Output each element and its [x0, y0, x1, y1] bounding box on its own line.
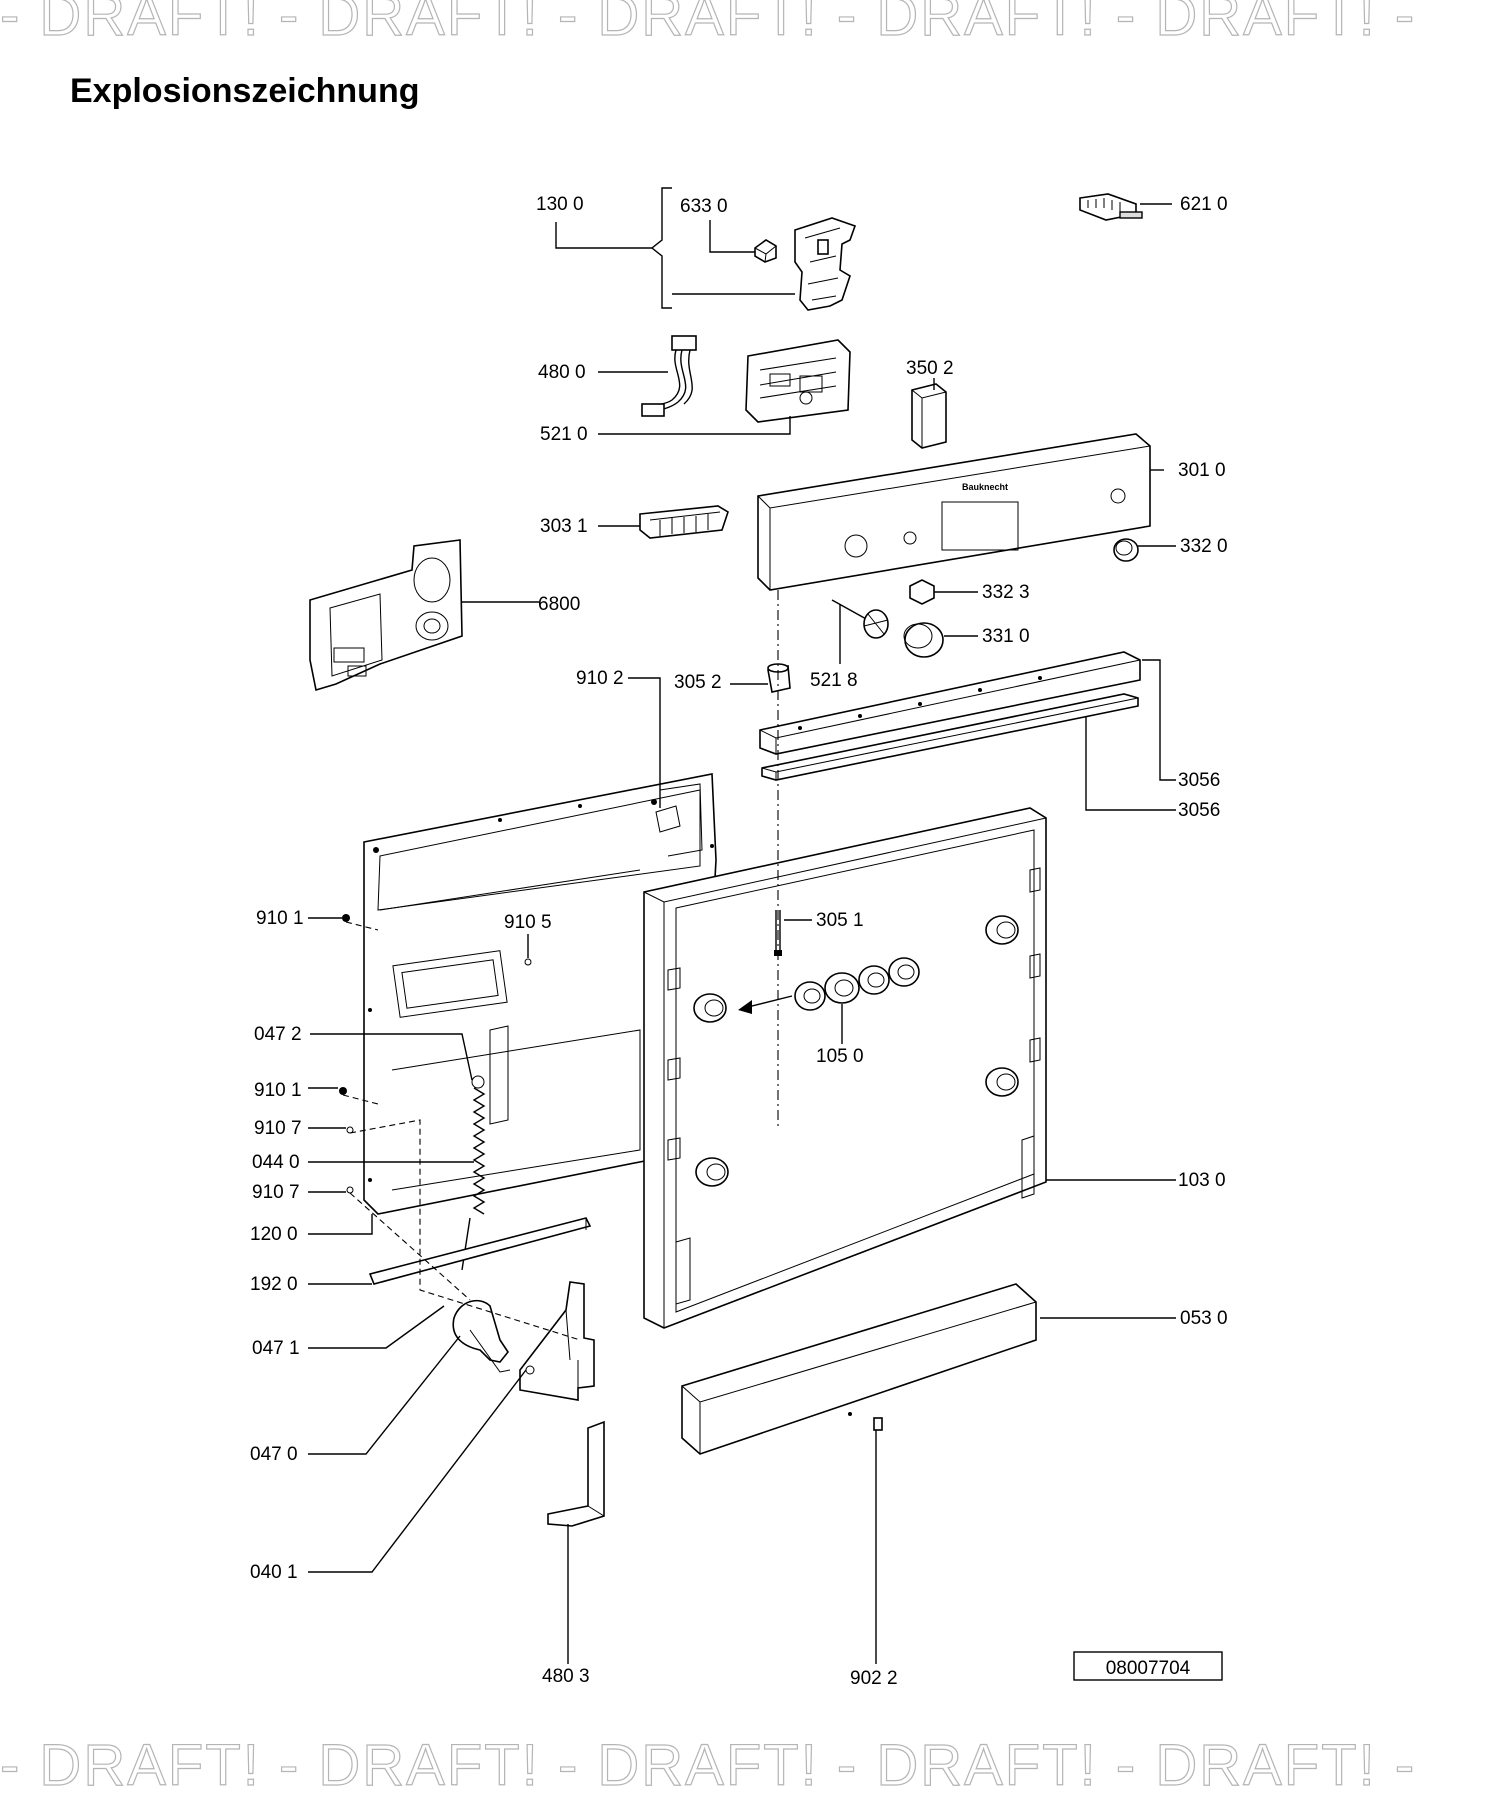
label-3320: 332 0 [1180, 536, 1228, 557]
leader-0470 [308, 1335, 461, 1455]
leader-9102 [628, 677, 661, 808]
label-3310: 331 0 [982, 626, 1030, 647]
label-0470: 047 0 [250, 1444, 298, 1465]
screw-9107-b [346, 1186, 354, 1194]
part-1920-rail [368, 1217, 592, 1285]
screw-9101-b [339, 1087, 347, 1095]
label-3010: 301 0 [1178, 460, 1226, 481]
part-1300-latch [794, 217, 857, 311]
leader-1200 [308, 1214, 373, 1235]
label-1200: 120 0 [250, 1224, 298, 1245]
label-4800: 480 0 [538, 362, 586, 383]
label-0440: 044 0 [252, 1152, 300, 1173]
part-0401-bracket [519, 1281, 595, 1401]
leader-3056a [1142, 659, 1176, 781]
part-1030-outer-door [643, 807, 1047, 1329]
part-1050-spacers [794, 957, 920, 1011]
screw-9101-a [342, 914, 350, 922]
label-9105: 910 5 [504, 912, 552, 933]
page-title: Explosionszeichnung [70, 72, 420, 110]
part-9022-screw [873, 1417, 883, 1431]
label-6210: 621 0 [1180, 194, 1228, 215]
leader-0472 [310, 1033, 473, 1081]
part-3056-lower-strip [761, 693, 1139, 781]
leader-1300 [555, 222, 652, 249]
label-3502: 350 2 [906, 358, 954, 379]
part-0470-hinge-lever [452, 1299, 511, 1373]
label-9022: 902 2 [850, 1668, 898, 1689]
label-0530: 053 0 [1180, 1308, 1228, 1329]
label-9102: 910 2 [576, 668, 624, 689]
drawing-number-box [1073, 1651, 1223, 1681]
label-9107a: 910 7 [254, 1118, 302, 1139]
label-6330: 633 0 [680, 196, 728, 217]
leader-6330 [709, 220, 755, 253]
label-1030: 103 0 [1178, 1170, 1226, 1191]
axis-line-left-a [345, 921, 379, 931]
part-6800-dispenser [309, 539, 463, 692]
part-5210-control-board [745, 339, 851, 423]
label-3056a: 3056 [1178, 770, 1220, 791]
label-0401: 040 1 [250, 1562, 298, 1583]
part-6330-clip [754, 239, 777, 263]
label-6800: 6800 [538, 594, 580, 615]
screw-9105 [524, 958, 532, 966]
part-0530-lower-bar [681, 1283, 1037, 1455]
leader-5210 [598, 416, 791, 435]
label-9107b: 910 7 [252, 1182, 300, 1203]
leader-3056b [1085, 716, 1176, 811]
assembly-arrow-head [738, 1000, 752, 1014]
part-3502-cover [911, 383, 947, 449]
label-3031: 303 1 [540, 516, 588, 537]
label-1300: 130 0 [536, 194, 584, 215]
axis-line-left-c [349, 1119, 581, 1341]
part-3052-hinge [767, 663, 791, 693]
label-4803: 480 3 [542, 1666, 590, 1687]
part-3320-button [1113, 538, 1139, 562]
label-9101a: 910 1 [256, 908, 304, 929]
part-3323-button [909, 579, 935, 605]
part-3056-upper-rail [759, 651, 1141, 755]
drawing-number: 08007704 [1106, 1658, 1191, 1679]
label-5210: 521 0 [540, 424, 588, 445]
part-4800-cable [641, 335, 697, 417]
part-3010-control-panel: Bauknecht [757, 433, 1151, 591]
part-0440-spring [461, 1075, 486, 1271]
axis-line-left-b [342, 1094, 379, 1105]
label-3051: 305 1 [816, 910, 864, 931]
group-bracket-1300 [650, 187, 672, 309]
part-3310-knob [903, 622, 944, 658]
label-3323: 332 3 [982, 582, 1030, 603]
label-5218: 521 8 [810, 670, 858, 691]
label-3052: 305 2 [674, 672, 722, 693]
part-5218-potentiometer [831, 599, 889, 639]
part-3031-bracket [639, 505, 729, 539]
leader-0471 [308, 1305, 445, 1349]
svg-text:Bauknecht: Bauknecht [962, 482, 1008, 492]
label-1050: 105 0 [816, 1046, 864, 1067]
part-6210-connector [1079, 193, 1143, 221]
label-0472: 047 2 [254, 1024, 302, 1045]
draft-watermark-top: - DRAFT! - DRAFT! - DRAFT! - DRAFT! - DR… [0, 0, 1417, 46]
leader-0401 [308, 1369, 527, 1573]
part-4803-foot [547, 1420, 605, 1527]
label-9101b: 910 1 [254, 1080, 302, 1101]
label-1920: 192 0 [250, 1274, 298, 1295]
draft-watermark-bottom: - DRAFT! - DRAFT! - DRAFT! - DRAFT! - DR… [0, 1736, 1417, 1796]
axis-line-left-d [349, 1192, 471, 1301]
label-0471: 047 1 [252, 1338, 300, 1359]
label-3056b: 3056 [1178, 800, 1220, 821]
